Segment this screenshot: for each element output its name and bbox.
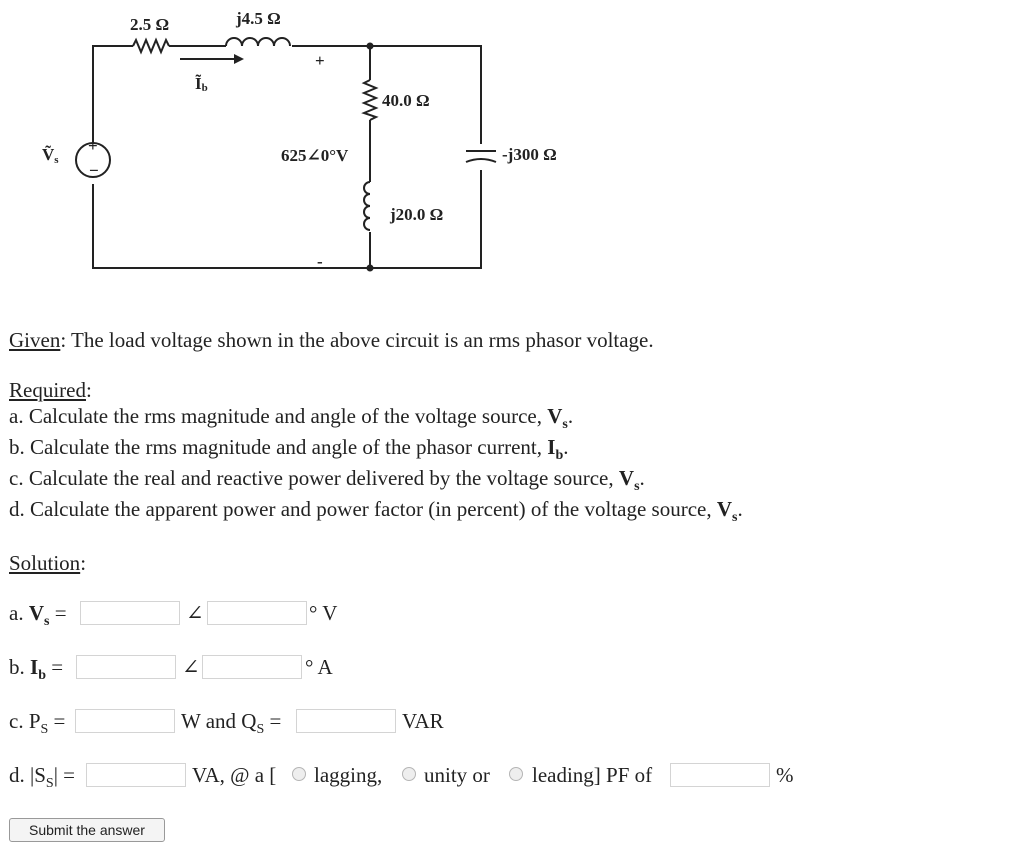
current-label: Ĩb xyxy=(195,74,208,94)
node-bottom xyxy=(366,264,374,272)
ib-angle-symbol: ∠ xyxy=(182,655,200,679)
required-label: Required xyxy=(9,378,86,402)
solution-d-label: d. |SS| = xyxy=(9,763,75,791)
submit-button[interactable]: Submit the answer xyxy=(9,818,165,842)
circuit-diagram: 2.5 Ω j4.5 Ω Ĩb Ṽs + − + - 625∠0°V 40.0 … xyxy=(42,9,557,272)
solution-heading: Solution: xyxy=(9,551,87,575)
node-top xyxy=(366,42,374,50)
required-item-b: b. Calculate the rms magnitude and angle… xyxy=(9,435,569,463)
required-item-c: c. Calculate the real and reactive power… xyxy=(9,466,645,494)
capacitor-label: -j300 Ω xyxy=(502,145,557,164)
unity-radio[interactable] xyxy=(402,767,416,781)
load-resistor xyxy=(361,79,379,121)
required-item-a: a. Calculate the rms magnitude and angle… xyxy=(9,404,574,432)
given-text: : The load voltage shown in the above ci… xyxy=(60,328,654,352)
load-plus: + xyxy=(315,51,325,70)
vs-unit: ° V xyxy=(309,601,338,625)
vs-angle-symbol: ∠ xyxy=(186,601,204,625)
solution-c-label: c. PS = xyxy=(9,709,66,737)
leading-label: leading] PF of xyxy=(532,763,653,787)
vs-magnitude-input[interactable] xyxy=(80,601,180,625)
solution-label: Solution xyxy=(9,551,81,575)
ib-angle-input[interactable] xyxy=(202,655,302,679)
qs-label: W and QS = xyxy=(181,709,282,737)
series-resistor xyxy=(132,37,170,55)
pf-input[interactable] xyxy=(670,763,770,787)
solution-a-label: a. Vs = xyxy=(9,601,67,629)
series-inductor-label: j4.5 Ω xyxy=(235,9,281,28)
source-minus: − xyxy=(89,161,99,180)
load-inductor-label: j20.0 Ω xyxy=(389,205,443,224)
ib-unit: ° A xyxy=(305,655,333,679)
solution-b-label: b. Ib = xyxy=(9,655,64,683)
required-heading: Required: xyxy=(9,378,92,402)
load-minus: - xyxy=(317,252,323,271)
load-resistor-label: 40.0 Ω xyxy=(382,91,430,110)
ss-input[interactable] xyxy=(86,763,186,787)
given-statement: Given: The load voltage shown in the abo… xyxy=(9,327,654,353)
lagging-radio[interactable] xyxy=(292,767,306,781)
capacitor xyxy=(465,150,497,163)
ib-magnitude-input[interactable] xyxy=(76,655,176,679)
unity-label: unity or xyxy=(424,763,490,787)
source-label: Ṽs xyxy=(42,144,59,166)
qs-input[interactable] xyxy=(296,709,396,733)
va-text: VA, @ a [ xyxy=(192,763,277,787)
series-resistor-label: 2.5 Ω xyxy=(130,15,169,34)
circuit-wires xyxy=(92,45,482,269)
ps-input[interactable] xyxy=(75,709,175,733)
load-inductor xyxy=(363,181,371,231)
lagging-label: lagging, xyxy=(314,763,383,787)
arrow-head-icon xyxy=(234,54,244,64)
vs-angle-input[interactable] xyxy=(207,601,307,625)
leading-radio[interactable] xyxy=(509,767,523,781)
series-inductor xyxy=(225,37,291,47)
voltage-source xyxy=(75,142,111,178)
given-label: Given xyxy=(9,328,61,352)
required-item-d: d. Calculate the apparent power and powe… xyxy=(9,497,743,525)
load-voltage-label: 625∠0°V xyxy=(281,146,349,165)
qs-unit: VAR xyxy=(402,709,444,733)
source-plus: + xyxy=(88,136,98,155)
percent-unit: % xyxy=(776,763,794,787)
